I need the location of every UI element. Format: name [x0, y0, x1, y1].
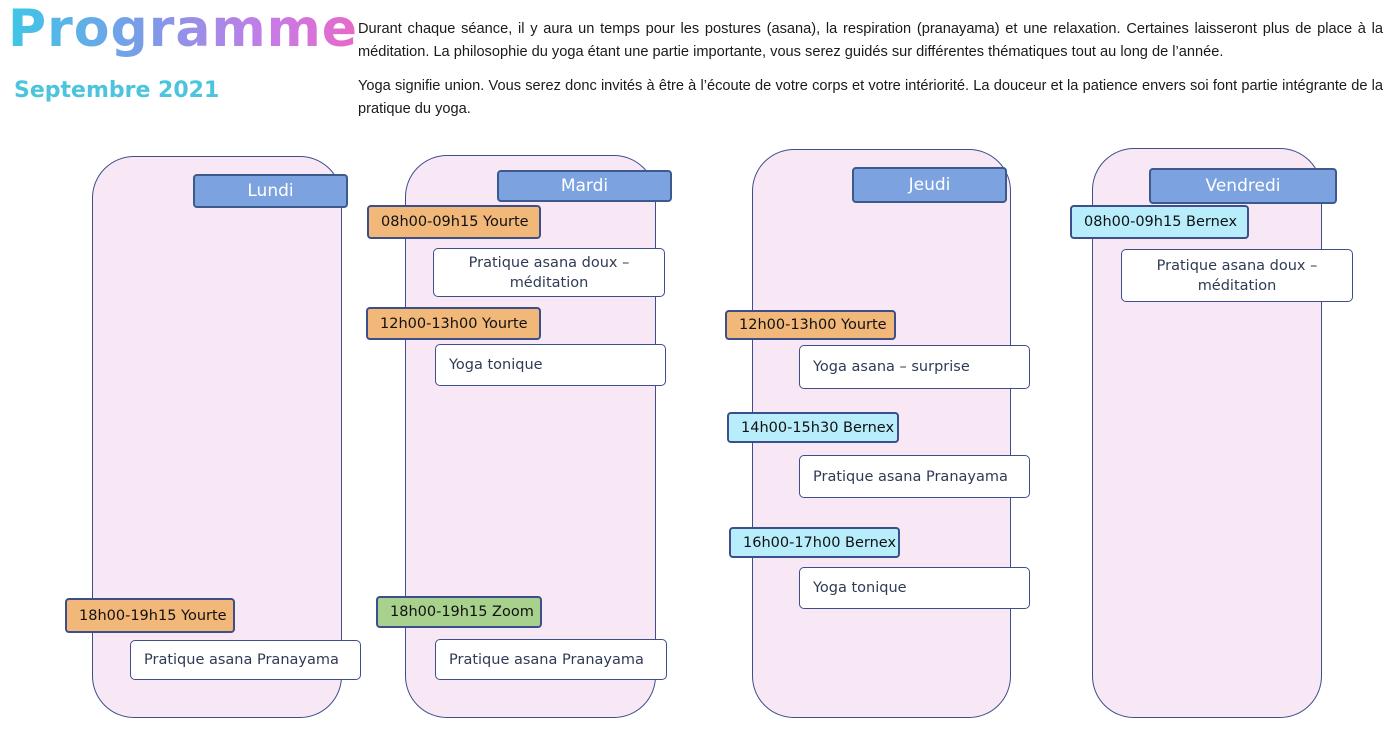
activity-mardi-2: Yoga tonique	[435, 344, 666, 386]
time-slot-jeudi-2: 14h00-15h30 Bernex	[727, 412, 899, 443]
activity-jeudi-3: Yoga tonique	[799, 567, 1030, 609]
time-slot-mardi-1: 08h00-09h15 Yourte	[367, 205, 541, 239]
day-column-lundi	[92, 156, 342, 718]
activity-vendredi-1: Pratique asana doux – méditation	[1121, 249, 1353, 302]
activity-mardi-3: Pratique asana Pranayama	[435, 639, 667, 680]
activity-jeudi-2: Pratique asana Pranayama	[799, 455, 1030, 498]
activity-jeudi-1: Yoga asana – surprise	[799, 345, 1030, 389]
time-slot-jeudi-3: 16h00-17h00 Bernex	[729, 527, 900, 558]
activity-lundi-1: Pratique asana Pranayama	[130, 640, 361, 680]
activity-mardi-1: Pratique asana doux – méditation	[433, 248, 665, 297]
intro-paragraph-1: Durant chaque séance, il y aura un temps…	[358, 21, 1383, 60]
day-label-vendredi: Vendredi	[1149, 168, 1337, 204]
time-slot-mardi-3: 18h00-19h15 Zoom	[376, 596, 542, 628]
day-label-mardi: Mardi	[497, 170, 672, 202]
time-slot-vendredi-1: 08h00-09h15 Bernex	[1070, 205, 1249, 239]
day-column-vendredi	[1092, 148, 1322, 718]
intro-text: Durant chaque séance, il y aura un temps…	[358, 18, 1383, 132]
time-slot-jeudi-1: 12h00-13h00 Yourte	[725, 310, 896, 340]
day-label-lundi: Lundi	[193, 174, 348, 208]
page-title: Programme	[8, 0, 359, 59]
intro-paragraph-2: Yoga signifie union. Vous serez donc inv…	[358, 78, 1383, 117]
time-slot-mardi-2: 12h00-13h00 Yourte	[366, 307, 541, 340]
time-slot-lundi-1: 18h00-19h15 Yourte	[65, 598, 235, 633]
day-label-jeudi: Jeudi	[852, 167, 1007, 203]
day-column-mardi	[405, 155, 656, 718]
page-subtitle: Septembre 2021	[14, 78, 220, 103]
